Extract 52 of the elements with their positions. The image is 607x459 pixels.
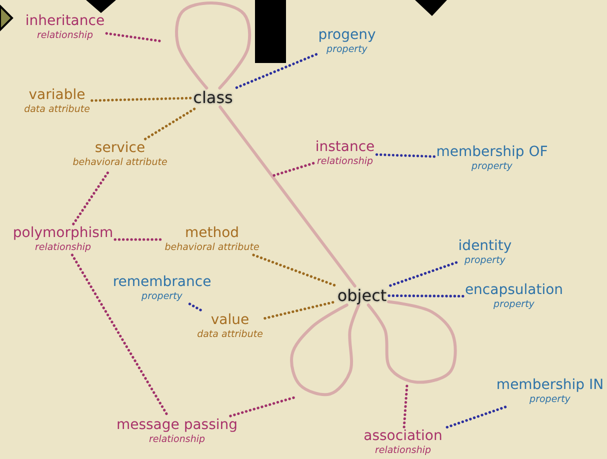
dotted-leader-line <box>70 254 170 418</box>
category-label: behavioral attribute <box>164 242 260 254</box>
category-label: relationship <box>34 242 92 254</box>
term-label: message passing <box>116 417 238 434</box>
term-label: remembrance <box>112 274 212 291</box>
connector-line <box>175 2 252 90</box>
term-label: variable <box>28 87 86 104</box>
category-label: property <box>470 161 514 173</box>
dotted-leader-line <box>402 384 408 428</box>
term-label: object <box>337 287 387 304</box>
term-label: instance <box>315 139 375 156</box>
category-label: property <box>464 255 506 267</box>
connector-line <box>290 304 360 396</box>
dotted-leader-line <box>252 254 338 288</box>
category-label: property <box>492 299 536 311</box>
dotted-leader-line <box>114 238 164 241</box>
category-label: property <box>326 44 368 56</box>
dotted-leader-line <box>375 153 436 158</box>
dotted-leader-line <box>387 261 458 288</box>
term-label: progeny <box>318 27 376 44</box>
category-label: behavioral attribute <box>72 157 168 169</box>
connector-line <box>366 300 457 384</box>
term-label: identity <box>458 238 512 255</box>
category-label: property <box>528 394 572 406</box>
term-label: membership OF <box>436 144 548 161</box>
dotted-leader-line <box>72 168 111 226</box>
term-label: class <box>193 89 233 106</box>
dotted-leader-line <box>443 406 507 430</box>
connector-line <box>218 106 356 288</box>
term-label: method <box>184 225 240 242</box>
term-label: service <box>94 140 146 157</box>
dotted-leader-line <box>270 162 315 178</box>
term-label: association <box>364 428 442 445</box>
term-label: value <box>210 312 250 329</box>
dotted-leader-line <box>387 294 464 298</box>
category-label: data attribute <box>24 104 90 116</box>
category-label: relationship <box>36 30 94 42</box>
term-label: encapsulation <box>464 282 564 299</box>
dotted-leader-line <box>105 32 162 42</box>
dotted-leader-line <box>188 302 204 312</box>
category-label: data attribute <box>197 329 263 341</box>
category-label: relationship <box>148 434 206 446</box>
dotted-leader-line <box>90 96 192 102</box>
category-label: property <box>140 291 184 303</box>
dotted-leader-line <box>234 53 318 90</box>
term-label: polymorphism <box>12 225 114 242</box>
term-label: membership IN <box>496 377 604 394</box>
term-label: inheritance <box>25 13 105 30</box>
dotted-leader-line <box>229 396 298 418</box>
category-label: relationship <box>374 445 432 457</box>
category-label: relationship <box>316 156 374 168</box>
dotted-leader-line <box>264 300 337 320</box>
